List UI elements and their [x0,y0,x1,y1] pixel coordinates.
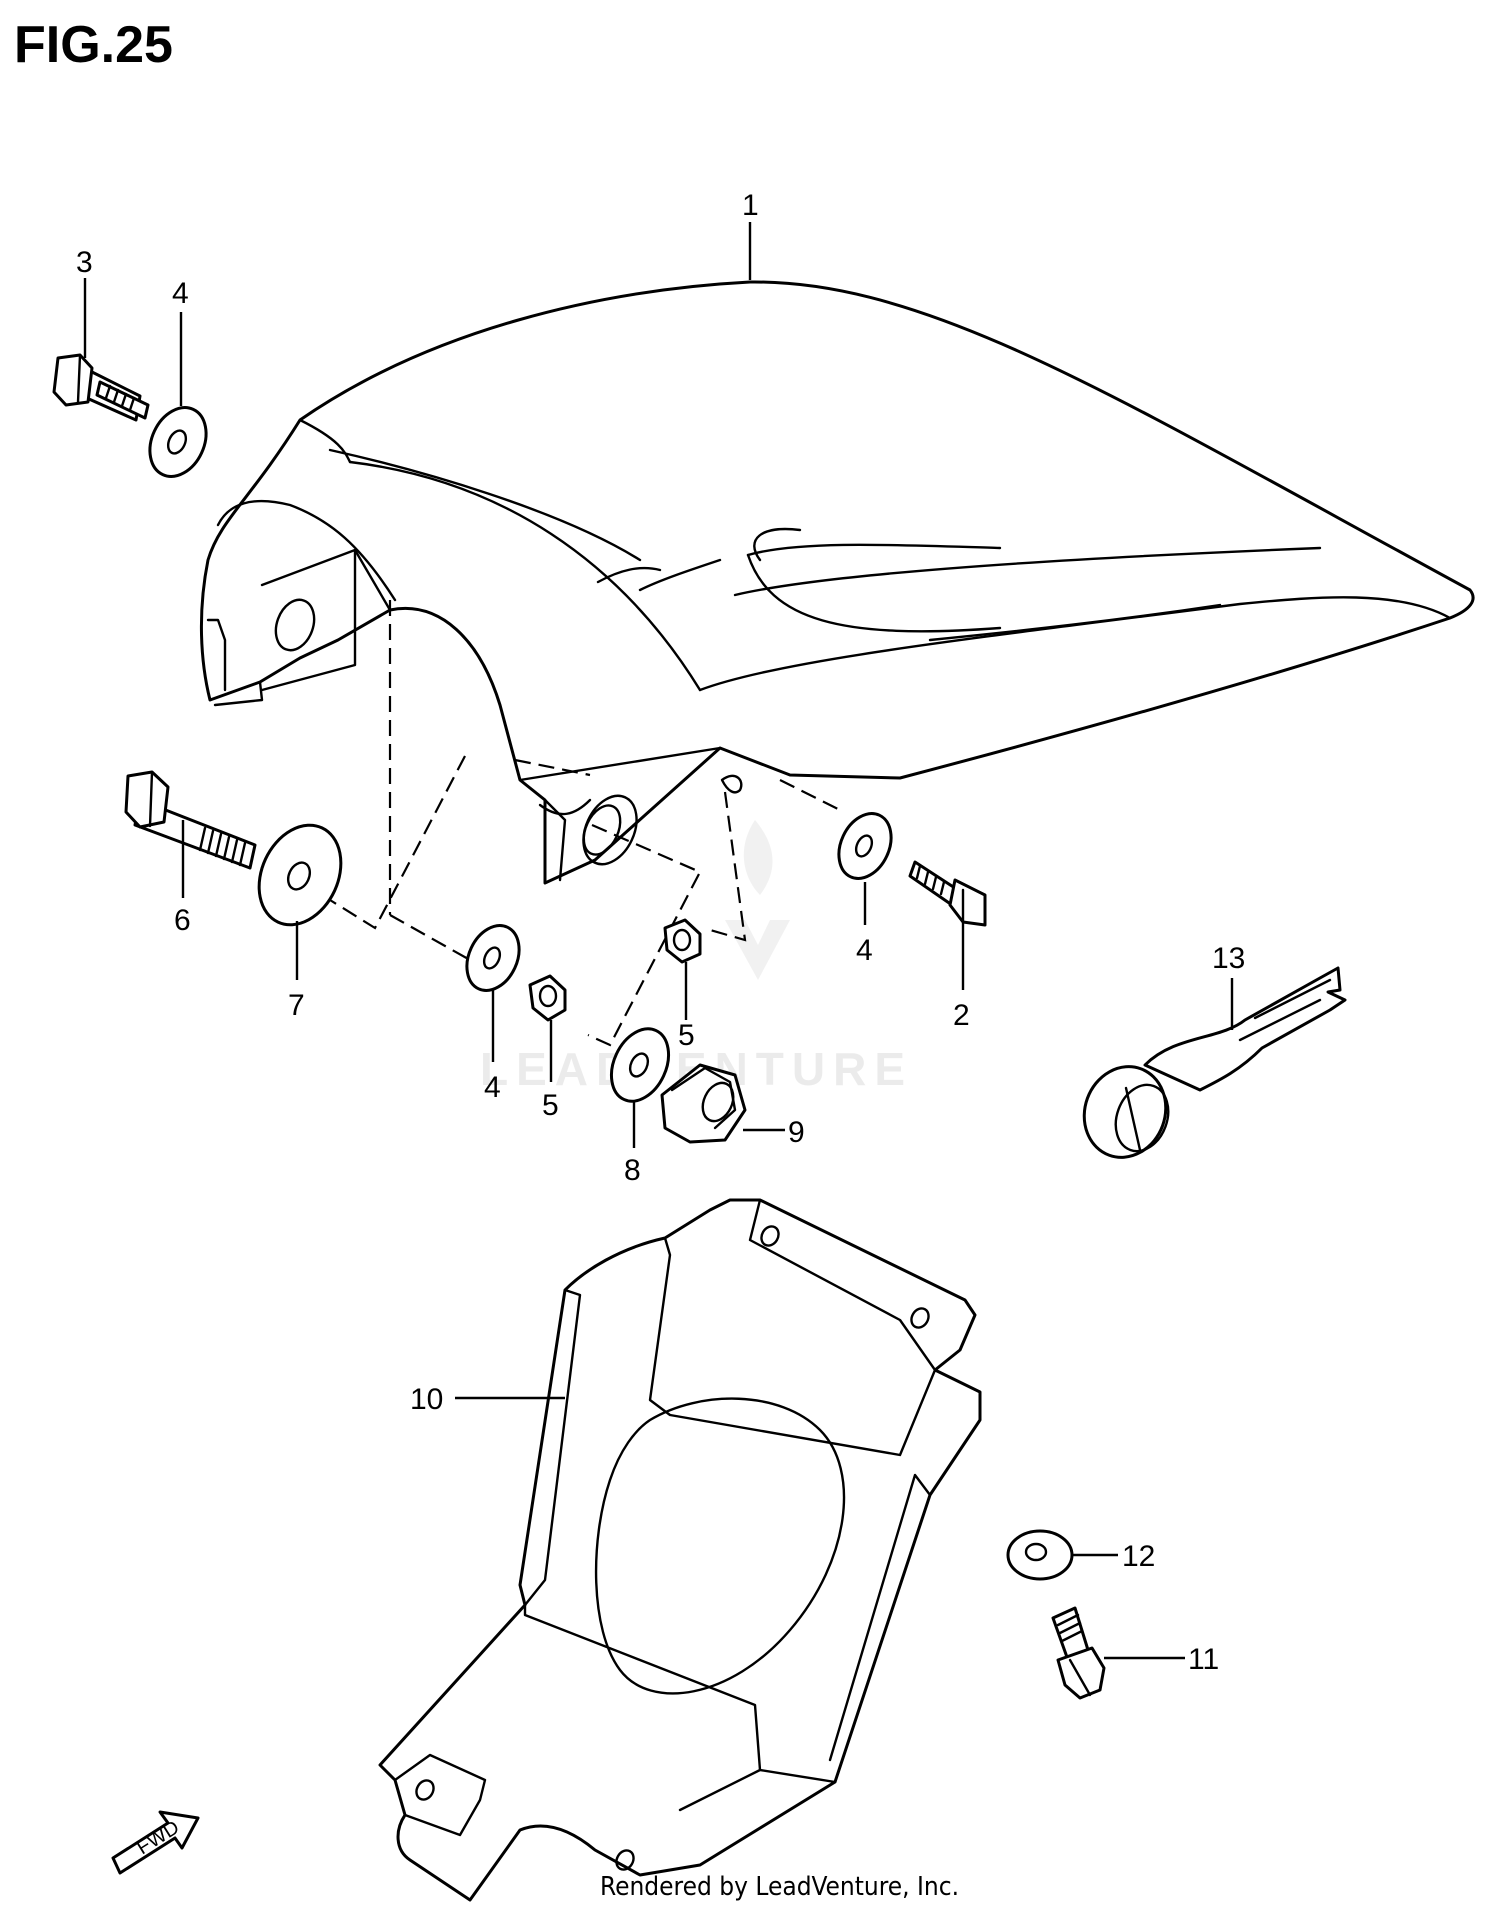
rear-fender[interactable] [199,280,1475,885]
callout-4-middle: 4 [484,1071,501,1104]
washer-4-middle[interactable] [457,917,529,999]
under-tray-10[interactable] [378,1198,982,1902]
forward-arrow-icon: FWD [111,1810,200,1875]
callout-7: 7 [288,989,305,1022]
callout-9: 9 [788,1116,805,1149]
washer-4-top[interactable] [139,398,217,485]
callout-3: 3 [76,246,93,279]
washer-7[interactable] [244,812,357,938]
bolt-3[interactable] [52,353,150,422]
nut-5-lower[interactable] [528,974,567,1022]
bolt-6[interactable] [124,770,257,870]
assembly-lines [329,600,841,1047]
callout-10: 10 [410,1383,443,1416]
nut-5-upper[interactable] [663,918,702,964]
collar-nut-9[interactable] [660,1063,747,1144]
bolt-11[interactable] [1051,1606,1106,1700]
wrench-13[interactable] [1072,966,1347,1169]
leader-lines [83,222,1234,1660]
figure-title: FIG.25 [14,16,173,74]
callout-5-upper: 5 [678,1019,695,1052]
callout-labels: 1 2 3 4 4 4 5 5 6 7 8 9 10 11 12 13 [76,189,1245,1676]
callout-6: 6 [174,904,191,937]
grommet-12[interactable] [1006,1529,1074,1581]
callout-13: 13 [1212,942,1245,975]
footer-credit: Rendered by LeadVenture, Inc. [600,1872,959,1902]
washer-8[interactable] [600,1020,679,1111]
callout-11: 11 [1188,1643,1219,1676]
washer-4-right[interactable] [829,805,901,887]
callout-12: 12 [1122,1540,1155,1573]
callout-5-lower: 5 [542,1089,559,1122]
callout-4-right: 4 [856,934,873,967]
callout-4-top: 4 [172,277,189,310]
callout-8: 8 [624,1154,641,1187]
callout-1: 1 [742,189,759,222]
bolt-2[interactable] [908,860,987,927]
callout-2: 2 [953,999,970,1032]
